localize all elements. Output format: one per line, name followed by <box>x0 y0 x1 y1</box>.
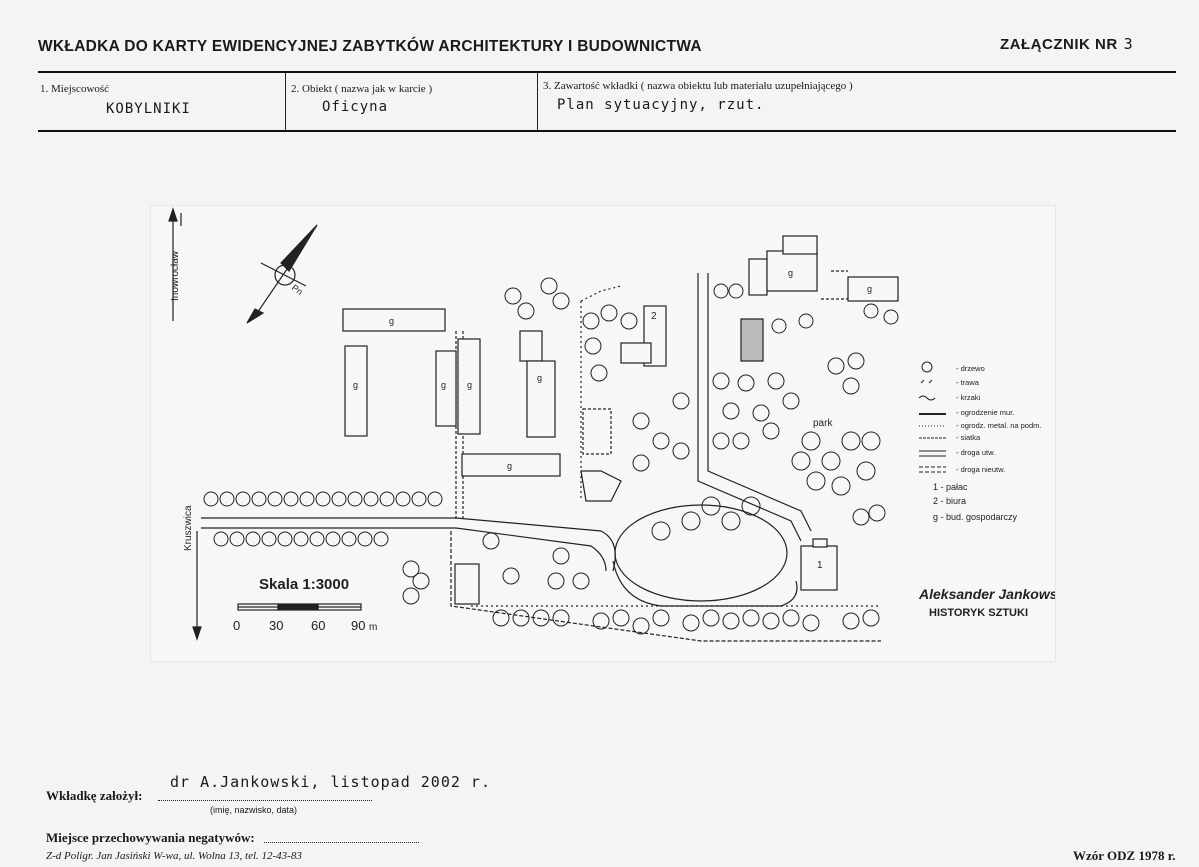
stamp-title: HISTORYK SZTUKI <box>929 607 1028 619</box>
legend-item: - ogrodzenie mur. <box>956 408 1014 417</box>
field-content-label: 3. Zawartość wkładki ( nazwa obiektu lub… <box>543 80 853 92</box>
field-object-value: Oficyna <box>322 99 389 115</box>
building-label: g <box>507 461 512 471</box>
building-label: g <box>389 316 394 326</box>
road-label-south: Kruszwica <box>183 505 194 551</box>
road-internal <box>697 273 802 542</box>
field-content-value: Plan sytuacyjny, rzut. <box>557 97 765 113</box>
building-label: g <box>441 380 446 390</box>
legend-item: - krzaki <box>956 393 981 402</box>
field-divider-2 <box>537 73 538 130</box>
form-title: WKŁADKA DO KARTY EWIDENCYJNEJ ZABYTKÓW A… <box>38 38 702 55</box>
park-label: park <box>813 418 833 429</box>
road-label-north: Inowrocław <box>170 250 181 301</box>
scale-unit: m <box>369 622 377 633</box>
author-label: Wkładkę założył: <box>46 788 143 803</box>
author-line <box>158 800 372 801</box>
scale-tick-0: 0 <box>233 618 240 633</box>
building-label: g <box>353 380 358 390</box>
printer-info: Z-d Poligr. Jan Jasiński W-wa, ul. Wolna… <box>46 850 302 862</box>
building-palace <box>800 538 838 591</box>
building-label: g <box>467 380 472 390</box>
building-label: g <box>788 268 793 278</box>
building-offices-label: 2 <box>651 311 657 322</box>
legend-item: - ogrodz. metal. na podm. <box>956 421 1041 430</box>
farm-buildings <box>342 235 899 605</box>
annex-value: 3 <box>1123 35 1134 53</box>
building-palace-label: 1 <box>817 560 823 571</box>
scale-bar <box>237 603 362 611</box>
site-plan: Inowrocław Kruszwica Pn Skala 1:3000 0 3… <box>150 205 1070 662</box>
site-plan-drawing: Inowrocław Kruszwica Pn Skala 1:3000 0 3… <box>168 207 1070 642</box>
author-hint: (imię, nazwisko, data) <box>210 805 298 815</box>
field-divider-1 <box>285 73 286 130</box>
scale-tick-60: 60 <box>311 618 325 633</box>
field-object-label: 2. Obiekt ( nazwa jak w karcie ) <box>291 83 433 95</box>
legend-item: - drzewo <box>956 364 985 373</box>
legend-item: g - bud. gospodarczy <box>933 512 1018 522</box>
negatives-label: Miejsce przechowywania negatywów: <box>46 830 255 845</box>
stamp-name: Aleksander Jankowski <box>918 586 1055 602</box>
legend-item: 2 - biura <box>933 496 966 506</box>
legend-item: - siatka <box>956 433 981 442</box>
road-arrow-north <box>168 207 182 321</box>
scale-label: Skala 1:3000 <box>259 576 349 593</box>
field-locality-value: KOBYLNIKI <box>106 101 191 117</box>
north-arrow-icon <box>246 224 318 324</box>
legend-item: - trawa <box>956 378 980 387</box>
field-locality-label: 1. Miejscowość <box>40 83 110 95</box>
legend-symbols <box>918 361 946 473</box>
annex-number: ZAŁĄCZNIK NR 3 <box>1000 35 1133 53</box>
author-value: dr A.Jankowski, listopad 2002 r. <box>170 773 491 791</box>
road-main <box>201 517 616 572</box>
building-shaded <box>740 318 764 362</box>
road-arrow-south <box>192 531 202 641</box>
legend-item: 1 - pałac <box>933 482 968 492</box>
header-rule-bottom <box>38 130 1176 132</box>
header-rule-top <box>38 71 1176 73</box>
building-label: g <box>537 373 542 383</box>
form-version: Wzór ODZ 1978 r. <box>1073 848 1176 863</box>
legend-item: - droga utw. <box>956 448 995 457</box>
negatives-line <box>264 842 419 843</box>
scale-tick-30: 30 <box>269 618 283 633</box>
legend-item: - droga nieutw. <box>956 465 1005 474</box>
building-offices <box>620 305 667 367</box>
annex-label: ZAŁĄCZNIK NR <box>1000 36 1118 53</box>
building-label: g <box>867 284 872 294</box>
scale-tick-90: 90 <box>351 618 365 633</box>
